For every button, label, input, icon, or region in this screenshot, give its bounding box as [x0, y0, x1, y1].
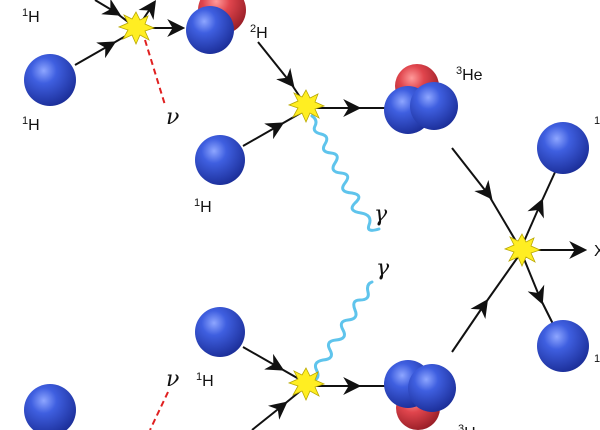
neutrino-line-top	[144, 39, 166, 106]
final-product-partial-label: X	[594, 243, 600, 260]
arrow-proton-to-flash-3	[242, 346, 285, 371]
deuterium-label: 2H	[250, 23, 268, 42]
neutrino-label-bottom: ν	[166, 367, 179, 392]
arrow-incoming-bottom	[251, 401, 288, 430]
reaction-flash-1	[117, 11, 156, 45]
reaction-lines-bottom	[242, 253, 521, 430]
proton-top-left	[24, 54, 76, 106]
gamma-wave-bottom	[307, 280, 374, 384]
arrow-proton-to-flash-2	[242, 122, 285, 147]
proton-bottom-middle	[195, 307, 245, 357]
gamma-label-top: γ	[374, 202, 388, 227]
proton-right-top	[537, 122, 589, 174]
reaction-flash-3	[287, 367, 326, 401]
arrow-deuterium-to-flash-2	[257, 41, 295, 88]
proton-bottom-left	[24, 384, 76, 430]
helium3-label-top: 3He	[456, 65, 483, 84]
proton-label-top-left: 1H	[22, 115, 40, 134]
gamma-wave-top	[310, 114, 381, 232]
neutrino-label-top: ν	[166, 105, 179, 130]
neutrino-line-bottom	[149, 391, 169, 430]
arrow-proton-to-flash-1	[74, 41, 117, 66]
arrow-incoming-top-1	[94, 0, 122, 16]
helium3-nucleus-top	[384, 64, 458, 134]
helium3-nucleus-bottom	[384, 360, 456, 430]
helium3-label-bottom: 3H	[458, 423, 476, 430]
proton-label-top-corner: 1H	[22, 7, 40, 26]
reaction-lines-top	[74, 0, 521, 249]
reaction-flash-2	[287, 89, 326, 123]
arrow-helium3-top-to-final	[451, 147, 493, 200]
arrow-final-to-proton-bottom	[521, 253, 545, 305]
reaction-flash-final	[503, 233, 542, 267]
arrow-helium3-bottom-to-final	[451, 299, 489, 353]
proton-top-middle	[195, 135, 245, 185]
deuterium-nucleus	[186, 0, 246, 54]
gamma-label-bottom: γ	[376, 256, 390, 281]
proton-right-top-mass: 1	[594, 115, 600, 127]
proton-label-bottom-middle: 1H	[196, 371, 214, 390]
proton-right-bottom-mass: 1	[594, 353, 600, 365]
proton-label-top-middle: 1H	[194, 197, 212, 216]
proton-right-bottom	[537, 320, 589, 372]
